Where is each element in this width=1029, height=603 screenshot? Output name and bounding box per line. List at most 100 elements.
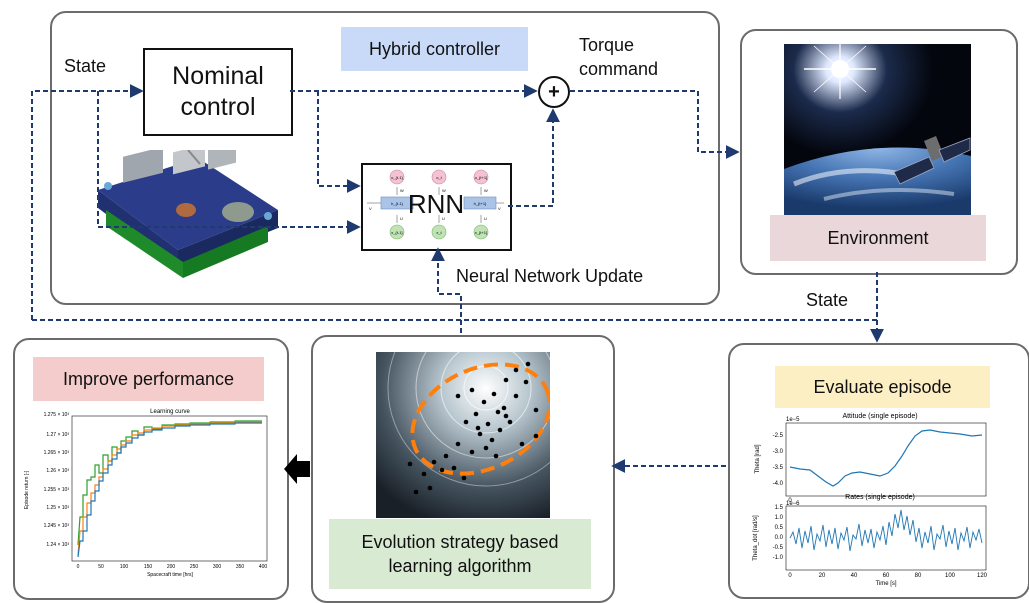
torque-command-line-2: command: [579, 59, 659, 79]
search-distribution-ellipse: [410, 362, 550, 476]
population-samples: [407, 361, 539, 495]
learning-curve-ytick: 1.24 × 10³: [46, 542, 69, 548]
learning-curve-ytick: 1.25 × 10³: [46, 505, 69, 511]
evolution-strategy-tag: Evolution strategy based learning algori…: [329, 519, 591, 589]
rnn-input-node: [431, 224, 447, 240]
attitude-xtick: 0: [788, 498, 792, 504]
environment-state-label: State: [806, 290, 849, 310]
attitude-exponent: 1e−5: [786, 417, 800, 423]
environment-label: Environment: [827, 227, 929, 248]
rnn-output-node: [431, 169, 447, 185]
learning-curve-xlabel: Spacecraft time [hrs]: [147, 572, 193, 578]
attitude-ylabel: Theta [rad]: [755, 444, 761, 473]
rnn-input-label: x_{t-1}: [391, 230, 403, 235]
rnn-v-label: V: [498, 206, 501, 211]
evaluate-episode-title: Evaluate episode: [813, 376, 952, 397]
learning-curve-ylabel: Episode return [-]: [24, 470, 30, 509]
learning-curve-ytick: 1.26 × 10³: [46, 468, 69, 474]
learning-curve-ytick: 1.245 × 10³: [44, 523, 70, 529]
evaluate-episode-tag: Evaluate episode: [775, 366, 990, 408]
learning-curve-yticks: 1.275 × 10³ 1.27 × 10³ 1.265 × 10³ 1.26 …: [44, 412, 70, 548]
learning-curve-xtick: 0: [77, 564, 80, 570]
rnn-u-labels: U U U: [396, 215, 487, 223]
rnn-input-nodes: x_{t-1} x_t x_{t+1}: [389, 224, 489, 240]
rates-ytick: -0.5: [773, 545, 784, 551]
learning-curve-xtick: 300: [213, 564, 222, 570]
rnn-input-label: x_{t+1}: [475, 230, 488, 235]
rates-xtick: 120: [977, 573, 988, 579]
attitude-ytick: -3.5: [773, 465, 784, 471]
rnn-w-label: W: [442, 188, 446, 193]
environment-tag: Environment: [770, 215, 986, 261]
learning-curve-title: Learning curve: [150, 409, 190, 415]
rnn-w-label: W: [400, 188, 404, 193]
rates-plot-title: Rates (single episode): [845, 494, 915, 501]
attitude-plot-frame: [785, 422, 987, 497]
rates-yticks: 1.5 1.0 0.5 0.0 -0.5 -1.0: [773, 505, 784, 561]
learning-curve-ytick: 1.255 × 10³: [44, 487, 70, 493]
nominal-control-block: Nominal control: [143, 48, 293, 136]
rates-xlabel: Time [s]: [875, 581, 896, 587]
rates-xtick: 100: [945, 573, 956, 579]
rnn-output-nodes: o_{t-1} o_t o_{t+1}: [389, 169, 489, 185]
sum-symbol: +: [548, 80, 560, 103]
rates-ytick: -1.0: [773, 555, 784, 561]
rates-xticks: 0 20 40 60 80 100 120: [788, 573, 987, 579]
rnn-output-label: o_{t+1}: [475, 175, 488, 180]
nominal-control-label-2: control: [180, 93, 256, 121]
rates-xtick: 20: [819, 573, 826, 579]
state-input-label: State: [64, 56, 107, 76]
rnn-hidden-nodes: h_{t-1} h_{t+1} V V: [367, 196, 504, 211]
rates-plot-frame: [785, 505, 987, 571]
learning-curve-frame: [71, 415, 268, 562]
nominal-control-label-1: Nominal: [172, 62, 264, 90]
evolution-to-improve-arrow: [284, 454, 310, 484]
rnn-w-label: W: [484, 188, 488, 193]
rnn-input-label: x_t: [436, 230, 442, 235]
improve-performance-title: Improve performance: [62, 368, 235, 389]
torque-command-label: Torque command: [579, 33, 658, 81]
evolution-strategy-image: [376, 352, 550, 518]
learning-curve-plot: Learning curve Episode return [-] 1.275 …: [24, 409, 268, 578]
learning-curve-orange: [77, 421, 262, 556]
learning-curve-xtick: 150: [144, 564, 153, 570]
rates-ylabel: Theta_dot [rad/s]: [753, 515, 759, 561]
rnn-v-label: V: [369, 206, 372, 211]
rnn-w-labels: W W W: [396, 187, 488, 195]
learning-curve-ytick: 1.275 × 10³: [44, 412, 70, 418]
rnn-hidden-label: h_{t-1}: [391, 201, 403, 206]
learning-curve-xtick: 400: [259, 564, 268, 570]
rnn-label: RNN: [408, 189, 464, 219]
hybrid-controller-tag: Hybrid controller: [341, 27, 528, 71]
rnn-cell-diagram: o_{t-1} o_t o_{t+1} W W W h_{t-1} h_{t+1…: [367, 169, 504, 240]
learning-curve-xtick: 50: [98, 564, 104, 570]
rates-xtick: 40: [851, 573, 858, 579]
rnn-output-node: [473, 169, 489, 185]
evaluate-episode-plots: Attitude (single episode) 1e−5 Theta [ra…: [753, 413, 988, 587]
learning-curve-xtick: 100: [120, 564, 129, 570]
learning-curve-blue: [77, 422, 262, 558]
evolution-strategy-line-1: Evolution strategy based: [361, 532, 559, 552]
rates-xtick: 60: [883, 573, 890, 579]
neural-network-update-label: Neural Network Update: [456, 266, 644, 286]
rates-ytick: 1.5: [775, 505, 784, 511]
learning-curve-green: [77, 420, 262, 546]
rates-xtick: 80: [915, 573, 922, 579]
torque-command-line-1: Torque: [579, 35, 635, 55]
rnn-hidden-label: h_{t+1}: [474, 201, 487, 206]
learning-curve-xticks: 0 50 100 150 200 250 300 350 400: [77, 564, 268, 570]
attitude-series-line: [789, 429, 983, 487]
rates-ytick: 0.0: [775, 535, 784, 541]
improve-performance-tag: Improve performance: [33, 357, 264, 401]
learning-curve-ytick: 1.27 × 10³: [46, 432, 69, 438]
rates-exponent: 1e−6: [786, 501, 800, 507]
learning-curve-xtick: 350: [236, 564, 245, 570]
summing-junction: +: [538, 76, 570, 108]
rnn-input-node: [389, 224, 405, 240]
rnn-output-node: [389, 169, 405, 185]
learning-curve-xtick: 250: [190, 564, 199, 570]
attitude-yticks: -2.5 -3.0 -3.5 -4.0: [773, 433, 784, 487]
spacecraft-environment-image: [784, 44, 971, 215]
evolution-strategy-line-2: learning algorithm: [388, 556, 532, 576]
rnn-output-label: o_{t-1}: [391, 175, 403, 180]
